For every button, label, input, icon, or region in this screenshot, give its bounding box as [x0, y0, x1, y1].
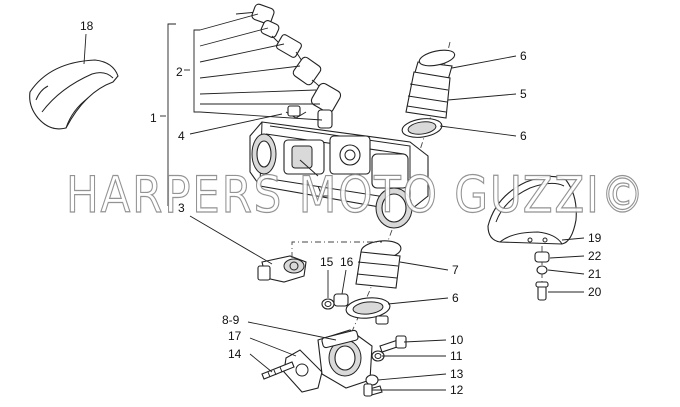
- lower-hose-part-7: [345, 229, 402, 337]
- fasteners-parts-10-13: [363, 335, 407, 397]
- hose-assembly-part-2: [235, 3, 342, 129]
- stud-part-14: [261, 361, 295, 380]
- sensor-part-3: [257, 255, 307, 283]
- callout-6-mid: 6: [520, 129, 527, 143]
- leader-lines: [83, 13, 585, 391]
- grommet-screw-parts-20-22: [534, 246, 550, 301]
- callout-10: 10: [450, 333, 464, 347]
- callout-5: 5: [520, 87, 527, 101]
- callout-12: 12: [450, 383, 464, 397]
- callout-2: 2: [176, 65, 183, 79]
- callout-1: 1: [150, 111, 157, 125]
- watermark-text: HARPERS MOTO GUZZI©: [66, 166, 646, 224]
- callout-labels: 18 2 1 4 3 6 5 6 7 6 15 16 8-9 17 14 10 …: [80, 19, 602, 397]
- manifold-flange-parts-8-9-17: [283, 329, 373, 393]
- callout-16: 16: [340, 255, 354, 269]
- callout-4: 4: [178, 129, 185, 143]
- callout-19: 19: [588, 231, 602, 245]
- callout-22: 22: [588, 249, 602, 263]
- callout-15: 15: [320, 255, 334, 269]
- throttle-body-part-4: [249, 105, 429, 229]
- callout-14: 14: [228, 347, 242, 361]
- cover-part-18: [29, 59, 119, 130]
- callout-6-top: 6: [520, 49, 527, 63]
- callout-3: 3: [178, 201, 185, 215]
- callout-7: 7: [452, 263, 459, 277]
- cover-part-19: [487, 175, 577, 245]
- callout-17: 17: [228, 329, 242, 343]
- callout-21: 21: [588, 267, 602, 281]
- callout-18: 18: [80, 19, 94, 33]
- nut-washer-parts-15-16: [321, 293, 349, 310]
- intake-hose-part-5: [401, 41, 456, 151]
- callout-6-low: 6: [452, 291, 459, 305]
- callout-13: 13: [450, 367, 464, 381]
- callout-20: 20: [588, 285, 602, 299]
- callout-11: 11: [450, 349, 463, 363]
- callout-8-9: 8-9: [222, 313, 240, 327]
